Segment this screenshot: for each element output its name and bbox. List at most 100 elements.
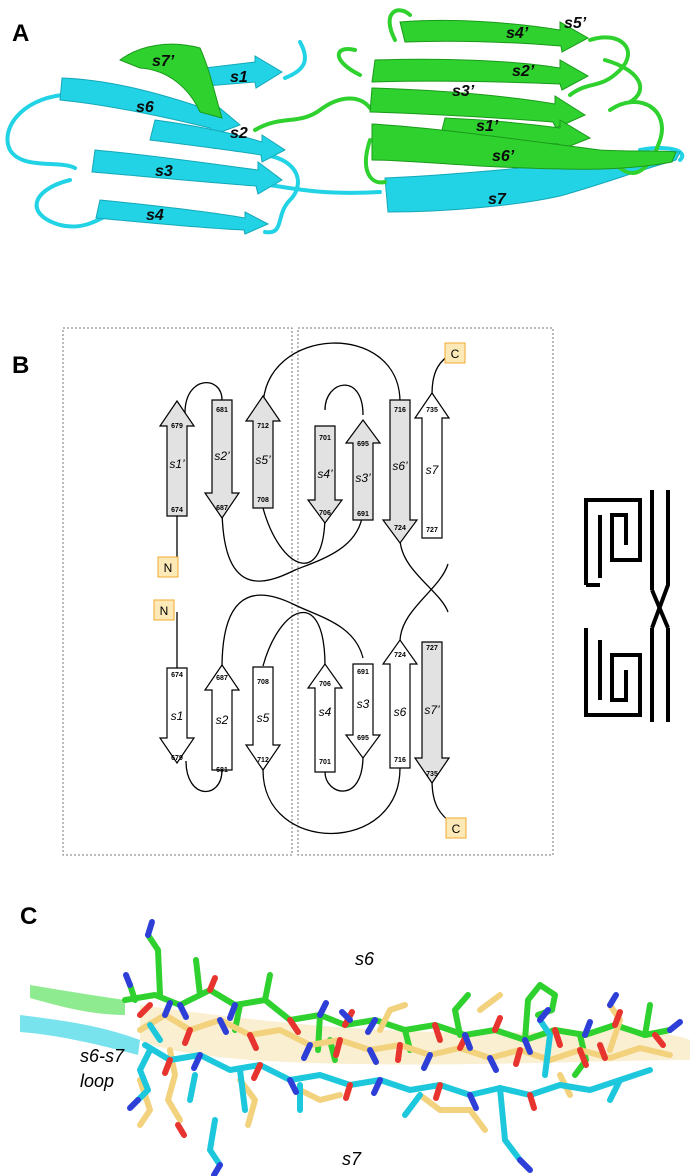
domain-box-left <box>62 327 293 856</box>
strand-bot-s2 <box>203 663 241 771</box>
schematic-meander <box>584 490 670 722</box>
num-bot-s2-a: 687 <box>216 675 228 682</box>
label-b-top-s7: s7 <box>426 463 440 477</box>
label-b-bot-s5: s5 <box>257 711 270 725</box>
panel-c-labels: s6 s6-s7 loop s7 <box>80 949 375 1169</box>
terminus-bottom-n: N <box>160 604 169 618</box>
num-bot-s3-b: 695 <box>357 735 369 742</box>
num-top-s5p-b: 708 <box>257 497 269 504</box>
strand-top-s4p <box>306 425 344 525</box>
num-bot-s1-a: 674 <box>171 672 183 679</box>
strand-top-s2p <box>203 399 241 520</box>
num-bot-s4-a: 706 <box>319 681 331 688</box>
num-top-s4p-b: 706 <box>319 510 331 517</box>
label-a-s5p: s5’ <box>564 15 587 32</box>
panel-b-topology: s1’ s2’ s5’ s4’ s3’ s6’ s7 s1 s2 s5 s4 s… <box>62 327 670 856</box>
terminus-box-bottom-c <box>445 817 467 839</box>
num-bot-s2-b: 681 <box>216 767 228 774</box>
label-a-s4: s4 <box>146 207 164 224</box>
num-bot-s7p-a: 727 <box>426 645 438 652</box>
num-bot-s1-b: 679 <box>171 755 183 762</box>
label-b-bot-s3: s3 <box>357 697 370 711</box>
num-bot-s3-a: 691 <box>357 669 369 676</box>
num-top-s2p-a: 681 <box>216 407 228 414</box>
ribbon-s3 <box>91 149 283 195</box>
label-b-top-s2p: s2’ <box>214 449 230 463</box>
ribbon-s4p <box>399 19 590 53</box>
num-bot-s4-b: 701 <box>319 759 331 766</box>
terminus-bottom-c: C <box>452 822 461 836</box>
strand-bot-s7p <box>413 641 451 785</box>
label-a-s3: s3 <box>155 163 173 180</box>
num-top-s2p-b: 687 <box>216 505 228 512</box>
strand-top-s7 <box>413 391 451 539</box>
strand-bot-s6 <box>381 638 419 769</box>
ribbon-s6 <box>59 77 241 137</box>
strand-bot-s5 <box>244 666 282 772</box>
label-a-s4p: s4’ <box>506 25 529 42</box>
terminus-box-top-c <box>444 342 466 364</box>
strand-bot-s1 <box>158 667 196 765</box>
panel-a-ribbon: s1 s6 s2 s3 s4 s7 s7’ s4’ s5’ s2’ s3’ s1… <box>5 8 685 235</box>
num-top-s6p-b: 724 <box>394 525 406 532</box>
strand-bot-s3 <box>344 663 382 760</box>
num-top-s1p-b: 674 <box>171 507 183 514</box>
strand-top-s6p <box>381 399 419 545</box>
strand-top-s5p <box>244 394 282 509</box>
panel-letter-c: C <box>20 903 38 930</box>
ribbon-s2p <box>371 58 590 91</box>
num-top-s3p-b: 691 <box>357 511 369 518</box>
label-b-bot-s6: s6 <box>394 705 407 719</box>
num-bot-s6-a: 724 <box>394 652 406 659</box>
ribbon-s7p <box>118 43 223 119</box>
label-b-top-s1p: s1’ <box>169 457 185 471</box>
label-a-s2: s2 <box>230 125 248 142</box>
num-top-s5p-a: 712 <box>257 423 269 430</box>
num-top-s4p-a: 701 <box>319 435 331 442</box>
label-b-bot-s7p: s7’ <box>424 703 440 717</box>
terminus-box-bottom-n <box>153 599 175 621</box>
panel-letter-a: A <box>12 20 30 47</box>
terminus-box-top-n <box>157 556 179 578</box>
label-a-s2p: s2’ <box>512 63 535 80</box>
num-top-s3p-a: 695 <box>357 441 369 448</box>
num-top-s6p-a: 716 <box>394 407 406 414</box>
ribbon-s4 <box>95 199 270 235</box>
label-b-top-s6p: s6’ <box>392 459 408 473</box>
terminus-top-n: N <box>164 561 173 575</box>
label-b-bot-s4: s4 <box>319 705 332 719</box>
label-a-s1p: s1’ <box>476 118 499 135</box>
label-a-s7: s7 <box>488 191 507 208</box>
num-bot-s7p-b: 735 <box>426 771 438 778</box>
label-c-s7: s7 <box>342 1149 362 1169</box>
label-b-top-s4p: s4’ <box>317 467 333 481</box>
num-bot-s6-b: 716 <box>394 757 406 764</box>
num-bot-s5-b: 712 <box>257 757 269 764</box>
num-bot-s5-a: 708 <box>257 679 269 686</box>
label-b-top-s3p: s3’ <box>355 471 371 485</box>
label-b-bot-s1: s1 <box>171 709 184 723</box>
label-c-loop-line1: s6-s7 <box>80 1046 125 1066</box>
label-c-loop-line2: loop <box>80 1071 114 1091</box>
panel-c-sticks <box>20 919 690 1176</box>
num-top-s1p-a: 679 <box>171 423 183 430</box>
ribbon-s2 <box>149 119 286 163</box>
label-b-top-s5p: s5’ <box>255 453 271 467</box>
panel-letter-b: B <box>12 352 30 379</box>
ribbon-s3p <box>369 87 587 129</box>
ribbon-s6p <box>371 123 677 170</box>
label-a-s7p: s7’ <box>152 53 175 70</box>
terminus-top-c: C <box>451 347 460 361</box>
label-a-s3p: s3’ <box>452 83 475 100</box>
num-top-s7-b: 727 <box>426 527 438 534</box>
ribbon-s1 <box>204 55 283 89</box>
domain-box-right <box>297 327 554 856</box>
strand-top-s3p <box>344 418 382 521</box>
label-a-s1: s1 <box>230 69 248 86</box>
strand-top-s1p <box>158 399 196 517</box>
termini: N C N C <box>153 342 467 839</box>
label-c-s6: s6 <box>355 949 375 969</box>
label-a-s6: s6 <box>136 99 154 116</box>
strand-bot-s4 <box>306 662 344 773</box>
